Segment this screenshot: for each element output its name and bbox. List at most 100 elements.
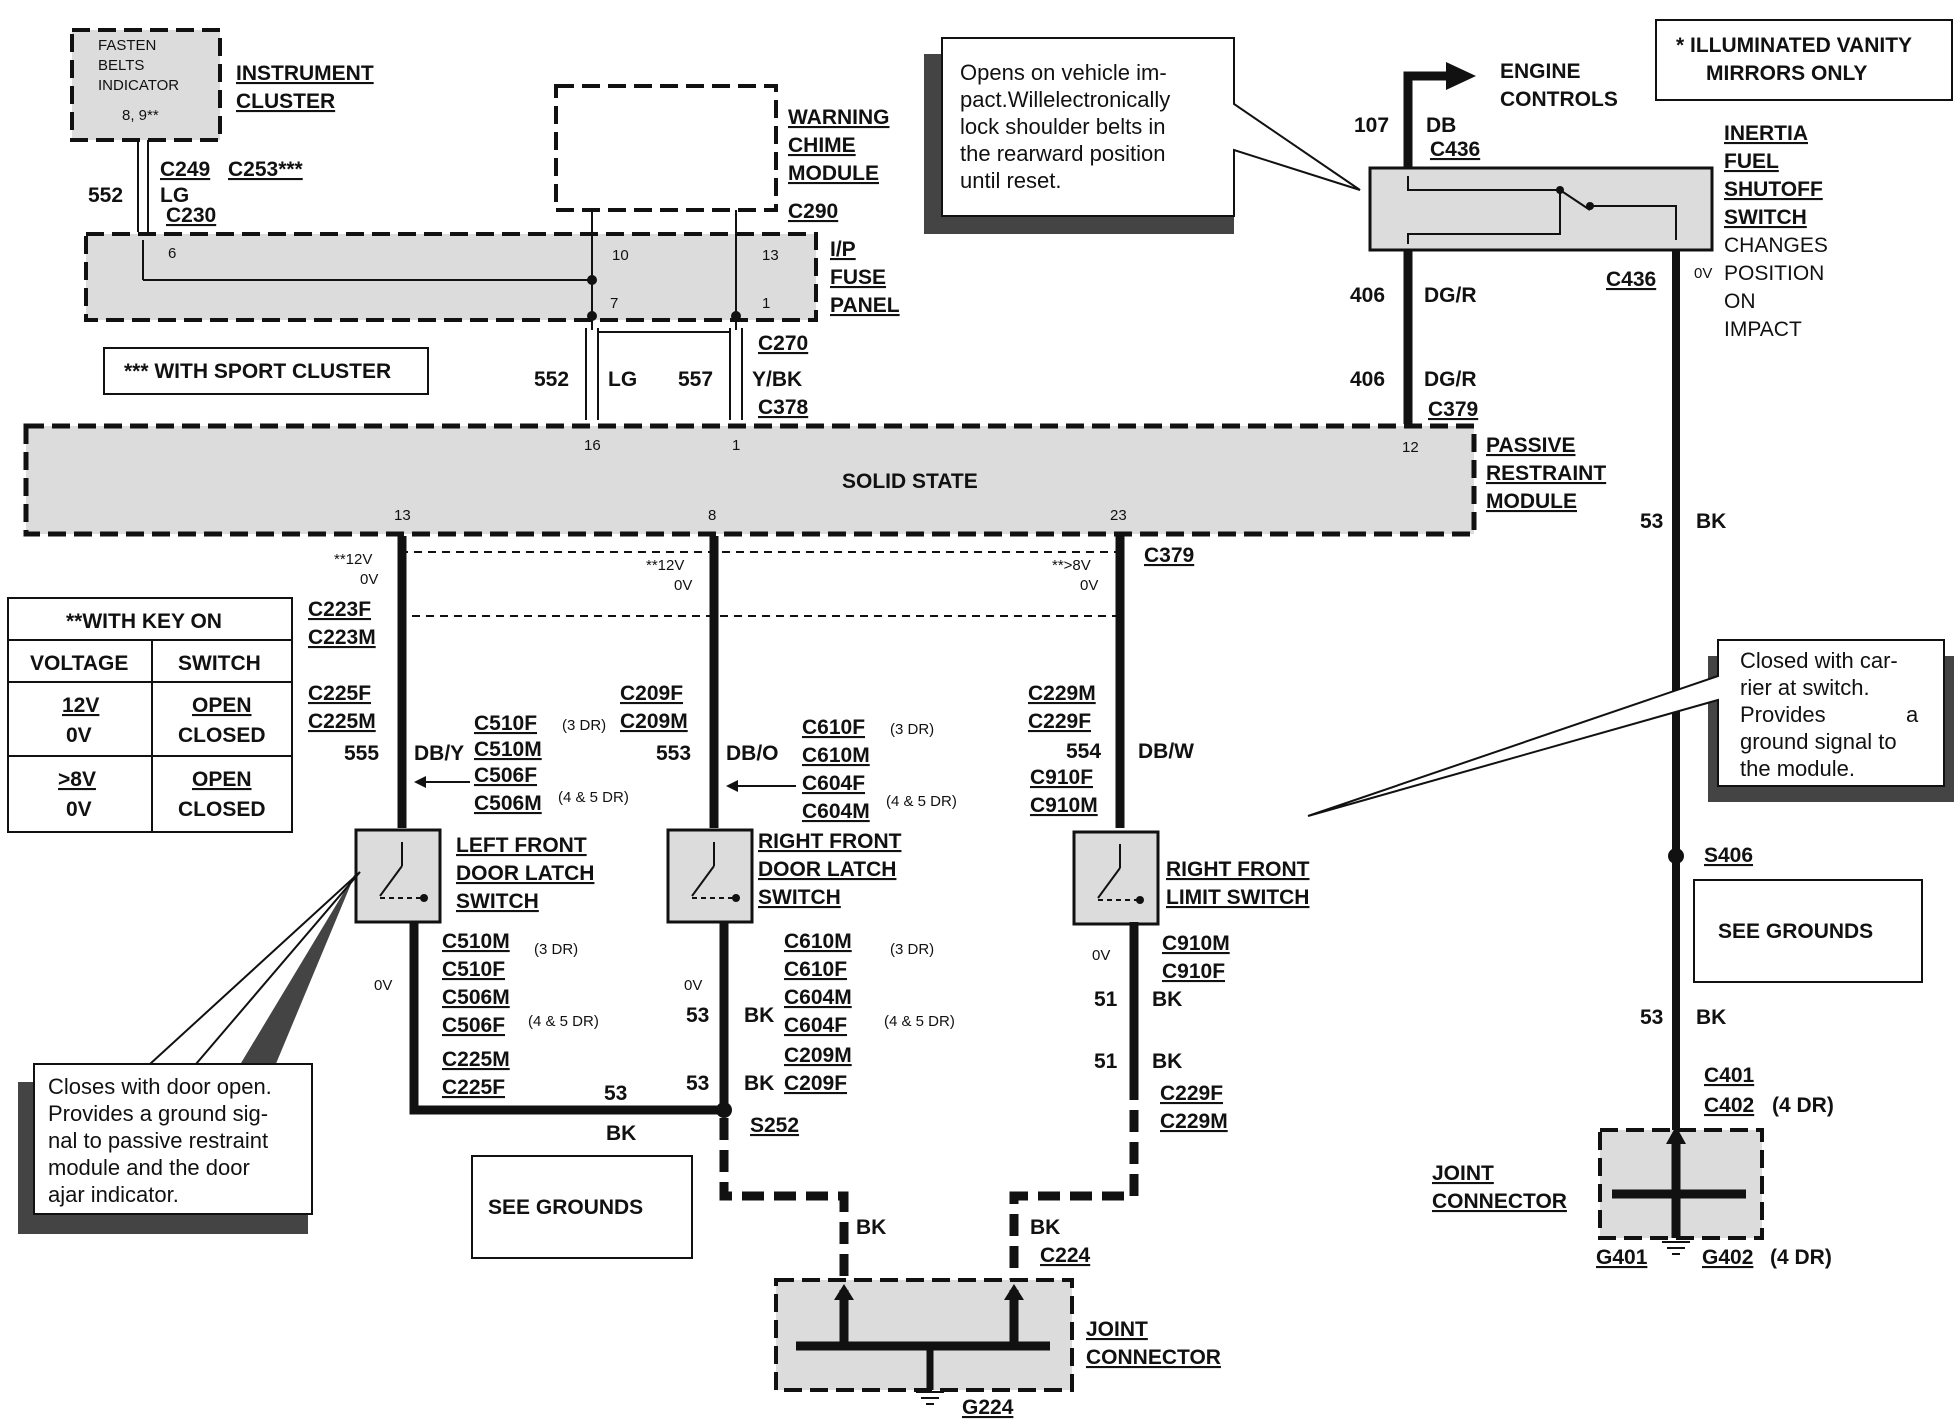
fuse-panel-label-1: I/P — [830, 238, 856, 261]
right-limit-switch: RIGHT FRONT LIMIT SWITCH — [1072, 830, 1310, 926]
connector-c225f-bottom: C225F — [442, 1076, 505, 1099]
closed-note-1: Closed with car- — [1740, 648, 1898, 673]
inertia-label-2: FUEL — [1724, 150, 1779, 173]
connector-c506f-bottom: C506F — [442, 1014, 505, 1037]
closes-note-2: Provides a ground sig- — [48, 1101, 268, 1126]
mid-circuit-number: 553 — [656, 742, 691, 765]
dgr-circuit-a: 406 — [1350, 284, 1385, 307]
joint-connector-g401: S406 53 BK C401 C402 (4 DR) JOINT CONNEC… — [1432, 844, 1834, 1269]
connector-c229m-top: C229M — [1028, 682, 1096, 705]
connector-c225f: C225F — [308, 682, 371, 705]
splice-s252: S252 — [750, 1114, 799, 1137]
sport-cluster-note: *** WITH SPORT CLUSTER — [103, 347, 429, 395]
module-pin-8: 8 — [708, 507, 716, 524]
mid-3dr-top: (3 DR) — [890, 721, 934, 738]
bk-right-color: BK — [1696, 510, 1726, 533]
left-lower-wire-color: BK — [606, 1122, 636, 1145]
key-row1-switch: OPEN — [192, 694, 252, 717]
connector-c401: C401 — [1704, 1064, 1755, 1087]
fuse-left-circuit: 552 — [534, 368, 569, 391]
connector-c209m-bottom: C209M — [784, 1044, 852, 1067]
mid-switch-label-2: DOOR LATCH — [758, 858, 896, 881]
engine-circuit: 107 — [1354, 114, 1389, 137]
connector-c270: C270 — [758, 332, 808, 355]
connector-c510m-top: C510M — [474, 738, 542, 761]
instrument-cluster-label-1: INSTRUMENT — [236, 62, 374, 85]
g401-label-2: CONNECTOR — [1432, 1190, 1567, 1213]
mid-lower-circuit-a: 53 — [686, 1004, 709, 1027]
key-row2-switch2: CLOSED — [178, 798, 266, 821]
mid-wire-color: DB/O — [726, 742, 779, 765]
vanity-mirror-note: * ILLUMINATED VANITY MIRRORS ONLY — [1655, 19, 1953, 101]
connector-c910m-bottom: C910M — [1162, 932, 1230, 955]
right-wire-color: DB/W — [1138, 740, 1194, 763]
connector-c436-bottom: C436 — [1606, 268, 1656, 291]
warning-chime-module: WARNING CHIME MODULE C290 — [554, 84, 890, 223]
impact-note-3: lock shoulder belts in — [960, 114, 1165, 139]
see-grounds-left[interactable]: SEE GROUNDS — [471, 1155, 693, 1259]
inertia-switch: INERTIA FUEL SHUTOFF SWITCH CHANGES POSI… — [1368, 122, 1828, 341]
mid-lower-color-a: BK — [744, 1004, 774, 1027]
closed-carrier-note: Closed with car- rier at switch. Provide… — [1307, 639, 1954, 817]
connector-c506m-bottom: C506M — [442, 986, 510, 1009]
closes-note-4: module and the door — [48, 1155, 250, 1180]
fuse-pin-10: 10 — [612, 247, 629, 264]
mid-volt-lo: 0V — [674, 577, 692, 594]
g224-color-a: BK — [856, 1216, 886, 1239]
right-circuit: **>8V 0V C229M C229F 554 DB/W C910F C910… — [1028, 536, 1194, 828]
vanity-note-2: MIRRORS ONLY — [1706, 62, 1867, 85]
inertia-voltage: 0V — [1694, 265, 1712, 282]
closes-note-3: nal to passive restraint — [48, 1128, 268, 1153]
fuse-pin-1: 1 — [762, 295, 770, 312]
c402-dr: (4 DR) — [1772, 1094, 1834, 1117]
mid-3dr-bottom: (3 DR) — [890, 941, 934, 958]
splice-s406: S406 — [1704, 844, 1753, 867]
passive-restraint-module: SOLID STATE 16 1 12 13 8 23 PASSIVE REST… — [23, 423, 1606, 567]
module-pin-1: 1 — [732, 437, 740, 454]
indicator-pins: 8, 9** — [122, 107, 159, 124]
see-grounds-right[interactable]: SEE GROUNDS — [1693, 879, 1923, 983]
limit-switch-label-1: RIGHT FRONT — [1166, 858, 1310, 881]
key-table-header-voltage: VOLTAGE — [30, 652, 128, 675]
connector-c225m-bottom: C225M — [442, 1048, 510, 1071]
see-grounds-right-text: SEE GROUNDS — [1718, 920, 1873, 943]
mid-switch-label-3: SWITCH — [758, 886, 841, 909]
left-lower-volt: 0V — [374, 977, 392, 994]
module-pin-16: 16 — [584, 437, 601, 454]
right-bottom-color: BK — [1696, 1006, 1726, 1029]
chime-label-2: CHIME — [788, 134, 856, 157]
closed-note-5: the module. — [1740, 756, 1855, 781]
left-circuit: **12V 0V C223F C223M C225F C225M 555 DB/… — [308, 536, 629, 828]
key-table-title: **WITH KEY ON — [66, 610, 222, 633]
engine-wire-color: DB — [1426, 114, 1456, 137]
right-lower-color-a: BK — [1152, 988, 1182, 1011]
engine-label-1: ENGINE — [1500, 60, 1581, 83]
key-row1-voltage: 12V — [62, 694, 99, 717]
right-lower-color-b: BK — [1152, 1050, 1182, 1073]
closes-door-note: Closes with door open. Provides a ground… — [18, 871, 361, 1234]
mid-circuit: **12V 0V C209F C209M 553 DB/O C610F (3 D… — [620, 536, 957, 828]
indicator-text-3: INDICATOR — [98, 77, 179, 94]
fuse-panel: 6 10 13 7 1 I/P FUSE PANEL — [84, 210, 900, 330]
dgr-wire: 406 DG/R 406 DG/R C379 — [1350, 250, 1478, 424]
connector-c223m: C223M — [308, 626, 376, 649]
module-pin-12: 12 — [1402, 439, 1419, 456]
connector-c610m-bottom: C610M — [784, 930, 852, 953]
closes-note-1: Closes with door open. — [48, 1074, 272, 1099]
left-switch-label-3: SWITCH — [456, 890, 539, 913]
ground-g224: G224 — [962, 1396, 1014, 1419]
inertia-label-1: INERTIA — [1724, 122, 1808, 145]
left-lower-circuit-number: 53 — [604, 1082, 627, 1105]
right-door-latch-switch: RIGHT FRONT DOOR LATCH SWITCH — [666, 828, 902, 924]
g402-dr: (4 DR) — [1770, 1246, 1832, 1269]
impact-note-1: Opens on vehicle im- — [960, 60, 1167, 85]
engine-controls: ENGINE CONTROLS 107 DB C436 — [1354, 60, 1618, 168]
joint-connector-g224: BK BK C224 JOINT CONNECTOR G224 — [774, 1216, 1221, 1419]
right-lower-circuit-a: 51 — [1094, 988, 1118, 1011]
left-45dr-top: (4 & 5 DR) — [558, 789, 629, 806]
see-grounds-left-text: SEE GROUNDS — [488, 1196, 643, 1219]
g224-color-b: BK — [1030, 1216, 1060, 1239]
key-row2-switch: OPEN — [192, 768, 252, 791]
mid-lower-circuit: C610M (3 DR) C610F 0V C604M C604F (4 & 5… — [684, 922, 955, 1290]
key-row2-voltage: >8V — [58, 768, 96, 791]
